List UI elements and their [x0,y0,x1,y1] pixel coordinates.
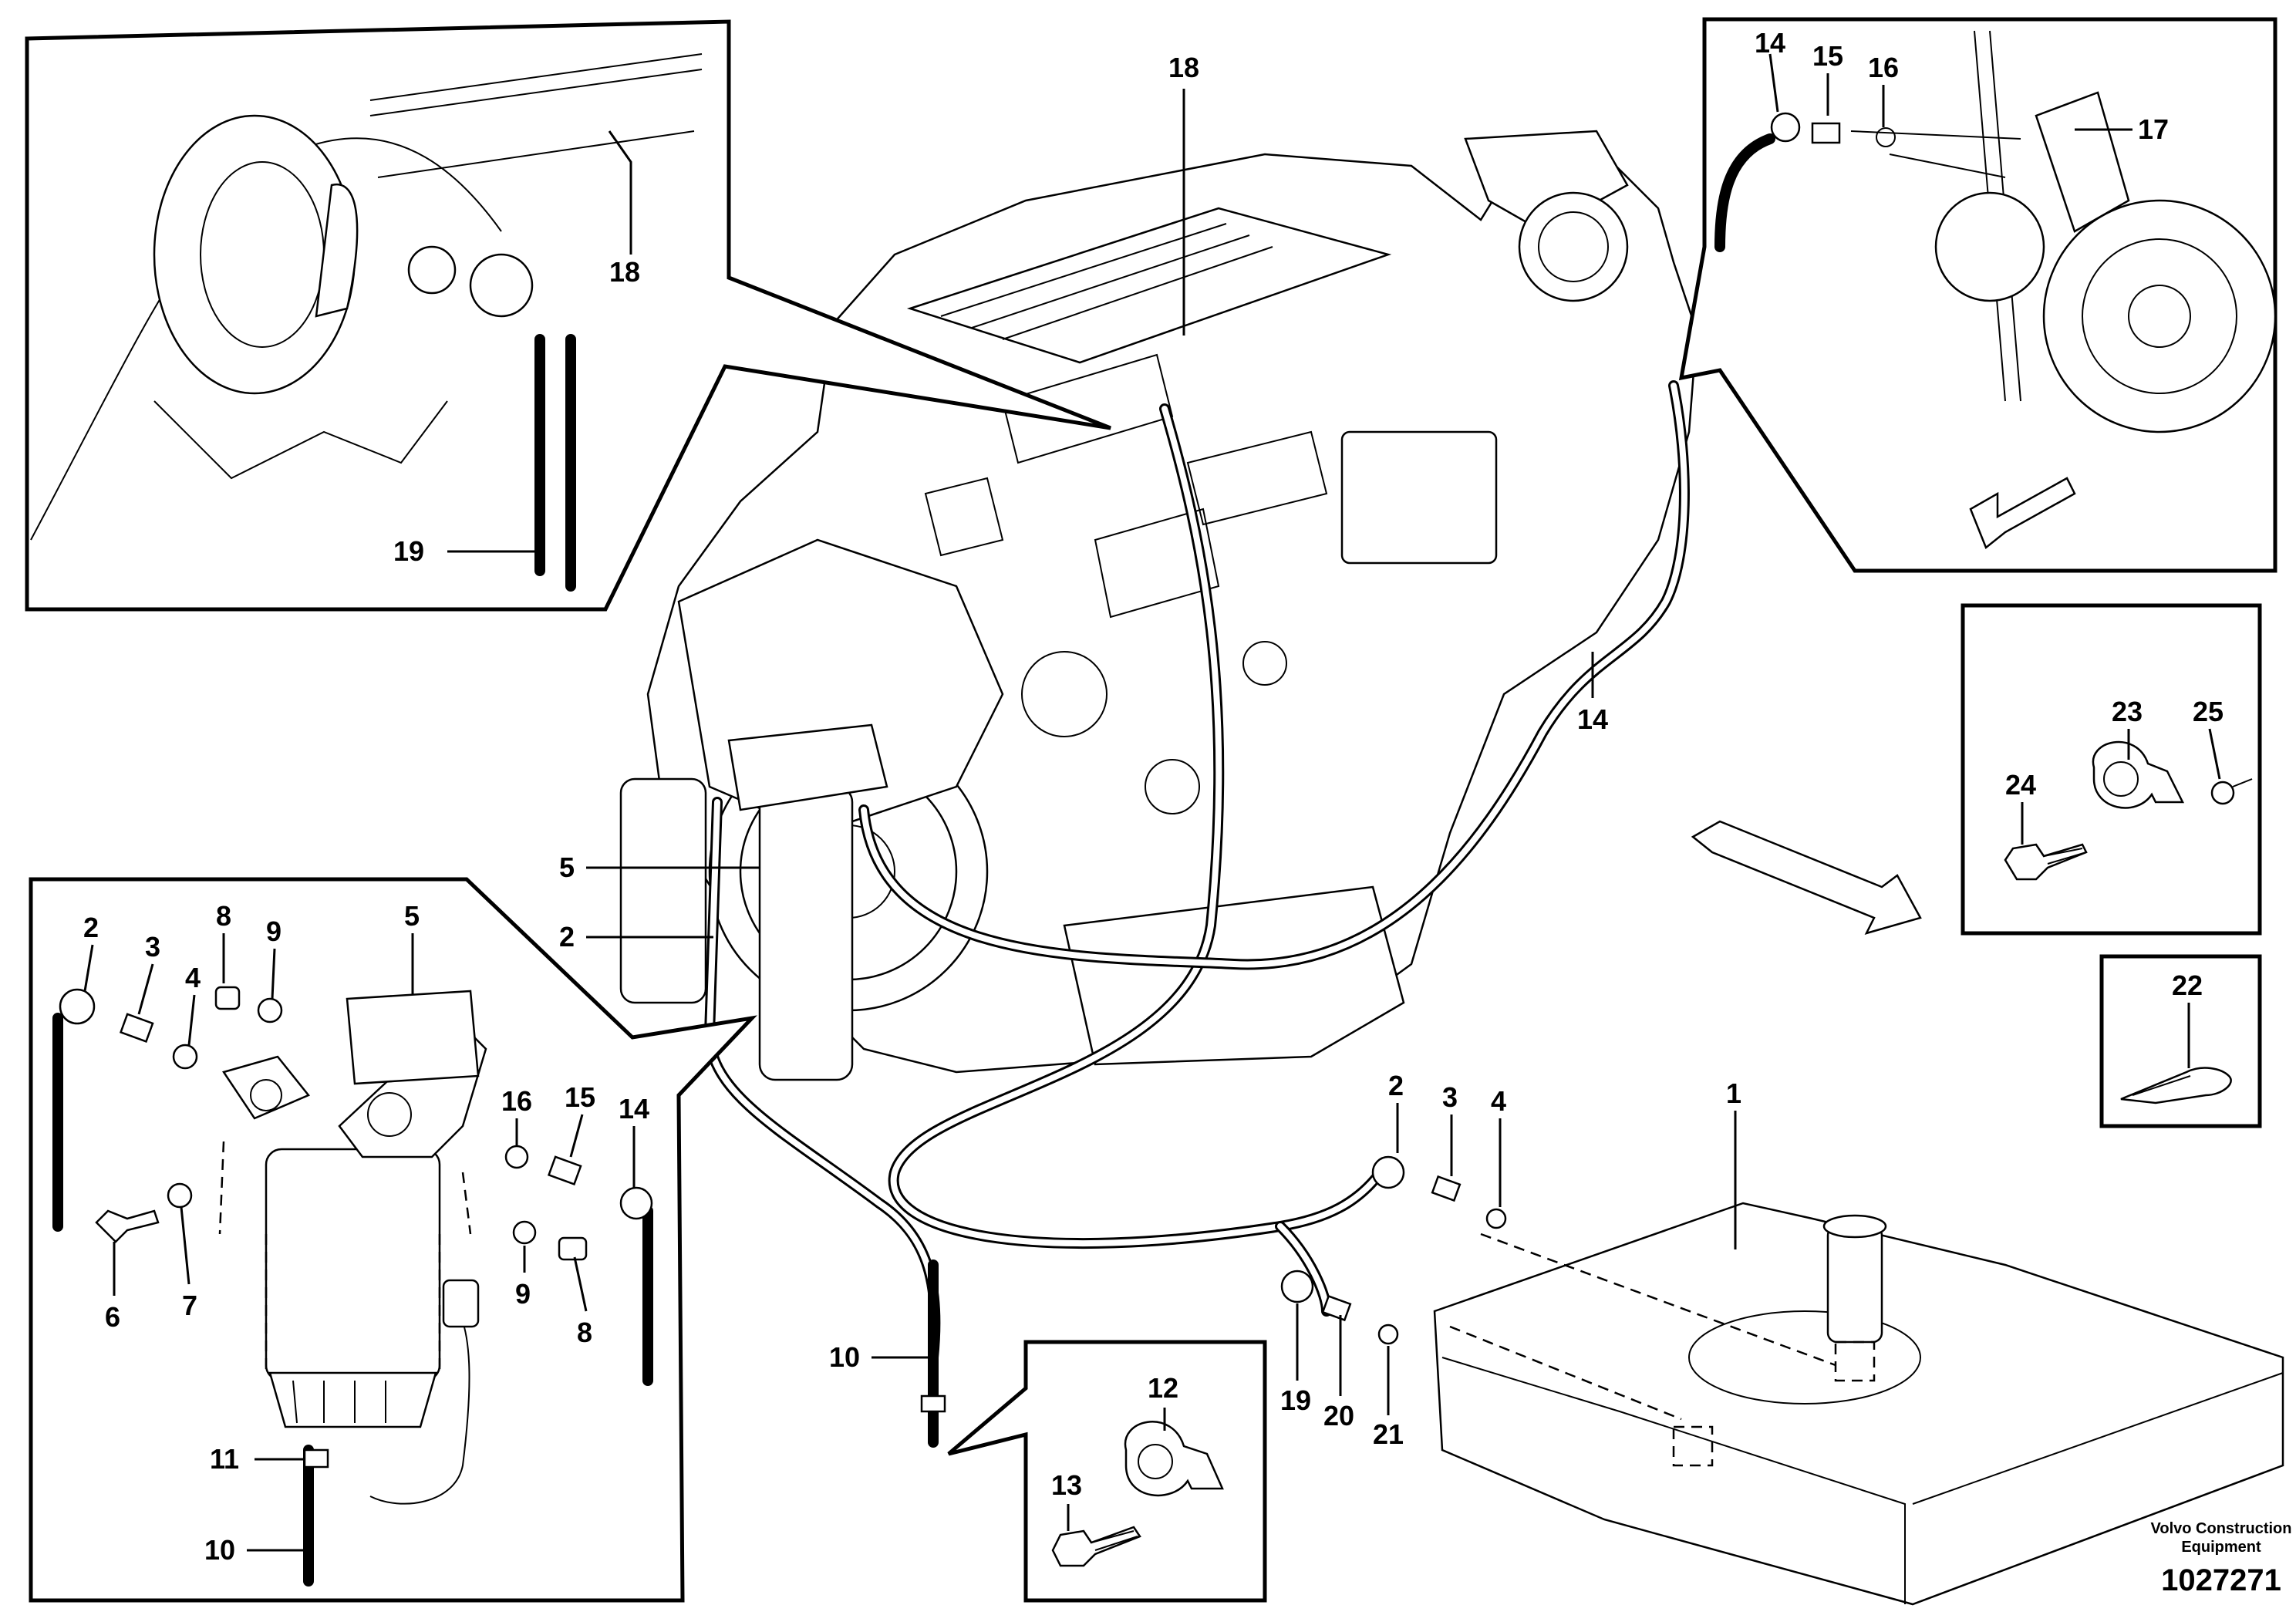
callout-label: 14 [1755,27,1785,59]
footer: Volvo Construction Equipment 1027271 [2151,1520,2292,1597]
tank-fittings [1280,1155,1507,1345]
callout-label: 3 [1442,1081,1458,1113]
callout-label: 21 [1373,1418,1404,1450]
callout-label: 4 [185,962,201,993]
detail-top-left [25,19,1111,612]
callout-label: 25 [2193,696,2224,727]
callout-label: 24 [2005,769,2036,801]
callout-label: 6 [105,1301,120,1333]
callout-label: 2 [1388,1070,1404,1101]
callout-label: 11 [210,1443,239,1475]
drawing-number: 1027271 [2161,1563,2281,1597]
callout-label: 20 [1323,1400,1354,1431]
callout-label: 2 [559,921,575,953]
detail-top-right [1678,17,2277,573]
callout-label: 1 [1726,1077,1741,1109]
callout-label: 10 [829,1341,860,1373]
callout-label: 4 [1491,1085,1506,1117]
callout-labels: 18 19 14 15 16 17 18 14 5 2 10 1 2 3 4 1… [83,27,2224,1566]
leader-lines [83,53,2221,1552]
callout-label: 16 [1868,52,1899,83]
detail-arrow [1969,477,2076,550]
injection-pump [1340,430,1498,565]
callout-label: 16 [501,1085,532,1117]
callout-label: 14 [1577,703,1608,735]
callout-label: 19 [1280,1384,1311,1416]
callout-label: 5 [404,900,420,932]
callout-label: 22 [2172,969,2203,1001]
callout-label: 7 [182,1290,197,1321]
detail-bottom-left [29,877,757,1603]
oil-filter [619,777,707,1004]
callout-label: 9 [515,1278,531,1310]
callout-label: 19 [393,535,424,567]
detail-clamp-small [920,1259,1267,1603]
callout-label: 13 [1051,1469,1082,1501]
direction-arrow [1691,820,1922,935]
filter-bowl [265,1148,441,1382]
callout-label: 12 [1148,1372,1178,1404]
callout-label: 8 [216,900,231,932]
callout-label: 2 [83,912,99,943]
detail-tie [2099,954,2262,1128]
callout-label: 10 [204,1534,235,1566]
callout-label: 18 [1168,52,1199,83]
callout-label: 15 [1812,40,1843,72]
company-name: Volvo Construction [2151,1520,2292,1537]
callout-label: 3 [145,931,160,963]
alternator [1518,191,1629,302]
callout-label: 14 [619,1093,649,1125]
valve-cover [906,207,1392,364]
callout-label: 8 [577,1317,592,1348]
detail-clamp-right [1961,603,2262,936]
callout-label: 9 [266,916,282,947]
callout-label: 15 [565,1081,595,1113]
fuel-tank [1433,1202,2284,1606]
callout-label: 5 [559,851,575,883]
callout-label: 23 [2112,696,2143,727]
callout-label: 18 [609,256,640,288]
company-name-2: Equipment [2181,1539,2261,1556]
callout-label: 17 [2138,113,2169,145]
fuel-filter-on-engine [758,785,854,1081]
